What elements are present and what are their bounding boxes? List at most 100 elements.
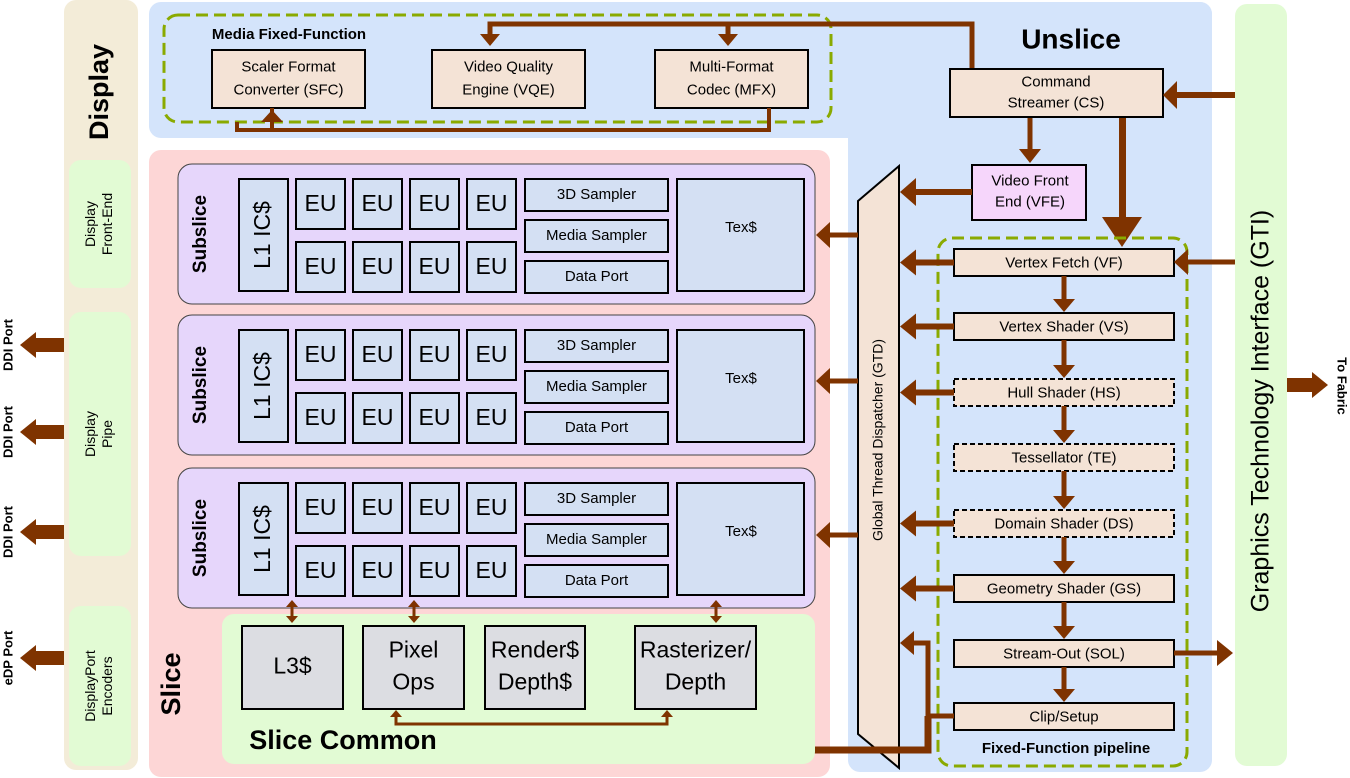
sfc-label-line: Converter (SFC): [233, 81, 343, 98]
render-depth-cache: Render$Depth$: [484, 625, 586, 710]
display-pipe-box: [69, 312, 131, 556]
sampler-label: Media Sampler: [546, 531, 647, 548]
vqe-label-line: Engine (VQE): [462, 81, 555, 98]
sampler-data-port: Data Port: [524, 564, 669, 598]
sampler-label: 3D Sampler: [557, 337, 636, 354]
display-port-3: eDP Port: [0, 630, 64, 685]
rasterizer-depth-label-line: Rasterizer/: [640, 637, 752, 663]
gtd-to-subslice-arrow-0-shaft: [830, 232, 858, 238]
eu-box: [352, 329, 403, 381]
gtd-to-subslice-arrow-1: [816, 368, 858, 394]
subslice-title: Subslice: [190, 346, 211, 424]
l1-icache-box: [238, 482, 289, 596]
gti-to-fabric-arrow-head: [1312, 372, 1328, 398]
pipeline-stage-label: Hull Shader (HS): [1007, 384, 1120, 401]
pixel-ops-label-line: Ops: [392, 669, 434, 695]
pipeline-stage-label: Domain Shader (DS): [994, 515, 1133, 532]
port-arrow-2-head: [20, 519, 36, 545]
stage-to-gtd-arrow-4: [900, 510, 954, 537]
eu-label: EU: [476, 557, 508, 583]
execution-unit: EU: [352, 545, 403, 597]
cs-to-media-wire: [487, 21, 975, 70]
stage-to-gtd-arrow-4-shaft: [916, 520, 954, 527]
sfc-box: [211, 49, 366, 109]
sampler-box: [524, 482, 669, 516]
stage-to-gtd-arrow-0: [900, 249, 954, 276]
texture-cache-label: Tex$: [725, 219, 757, 236]
l1-icache-label: L1 IC$: [249, 352, 275, 420]
bidir-head-up: [710, 600, 722, 607]
l1-icache-label: L1 IC$: [249, 201, 275, 269]
slice-common-title: Slice Common: [249, 725, 437, 755]
rasterizer-depth-label-line: Depth: [665, 669, 726, 695]
port-arrow-0-shaft: [36, 338, 64, 352]
port-arrow-2: [20, 519, 64, 545]
eu-label: EU: [362, 557, 394, 583]
pipeline-stage-label: Vertex Shader (VS): [999, 318, 1128, 335]
stage-to-gtd-arrow-5-shaft: [916, 585, 954, 592]
eu-label: EU: [305, 190, 337, 216]
execution-unit: EU: [352, 241, 403, 293]
vfe-to-gtd-arrow-head: [900, 178, 916, 206]
execution-unit: EU: [352, 482, 403, 534]
gtd-to-subslice-arrow-1-head: [816, 368, 830, 394]
eu-box: [295, 482, 346, 534]
gti-to-vf-arrow-head: [1174, 249, 1188, 275]
pixel-ops-box: [362, 625, 465, 710]
execution-unit: EU: [409, 241, 460, 293]
stage-to-gtd-arrow-2-head: [900, 379, 916, 406]
execution-unit: EU: [466, 545, 517, 597]
eu-label: EU: [476, 190, 508, 216]
execution-unit: EU: [295, 329, 346, 381]
eu-box: [409, 329, 460, 381]
stage-to-gtd-arrow-2: [900, 379, 954, 406]
sampler-3d-sampler: 3D Sampler: [524, 482, 669, 516]
gti-to-cs-arrow-head: [1163, 81, 1177, 109]
sampler-box: [524, 370, 669, 404]
stage-to-gtd-arrow-4-head: [900, 510, 916, 537]
execution-unit: EU: [295, 241, 346, 293]
port-arrow-0: [20, 332, 64, 358]
pipeline-link-arrowhead: [1053, 430, 1075, 443]
vfe-to-gtd-arrow: [900, 178, 972, 206]
eu-label: EU: [419, 190, 451, 216]
eu-label: EU: [362, 190, 394, 216]
eu-label: EU: [362, 253, 394, 279]
eu-box: [466, 329, 517, 381]
execution-unit: EU: [409, 329, 460, 381]
pipeline-stage-domain-shader-ds: Domain Shader (DS): [953, 509, 1175, 538]
stage-to-gtd-arrow-1-shaft: [916, 323, 954, 330]
mfx-arrowhead: [718, 34, 738, 46]
gtd-to-subslice-arrow-0: [816, 222, 858, 248]
display-pipe-label-line: Pipe: [99, 420, 115, 448]
gti-to-fabric-arrow: [1287, 372, 1328, 398]
eu-box: [352, 545, 403, 597]
pipeline-stage-label: Stream-Out (SOL): [1003, 645, 1125, 662]
display-front-end-box: [69, 160, 131, 288]
bidir-head-down: [408, 616, 420, 623]
sampler-box: [524, 523, 669, 557]
gti-region: [1235, 4, 1287, 766]
port-arrow-2-shaft: [36, 525, 64, 539]
sampler-box: [524, 329, 669, 363]
sampler-label: Media Sampler: [546, 227, 647, 244]
bidir-arrow-0: [286, 600, 298, 623]
execution-unit: EU: [295, 482, 346, 534]
texture-cache-label: Tex$: [725, 523, 757, 540]
bidir-arrow-2: [710, 600, 722, 623]
sampler-media-sampler: Media Sampler: [524, 219, 669, 253]
eu-label: EU: [419, 404, 451, 430]
eu-box: [409, 241, 460, 293]
execution-unit: EU: [295, 178, 346, 230]
